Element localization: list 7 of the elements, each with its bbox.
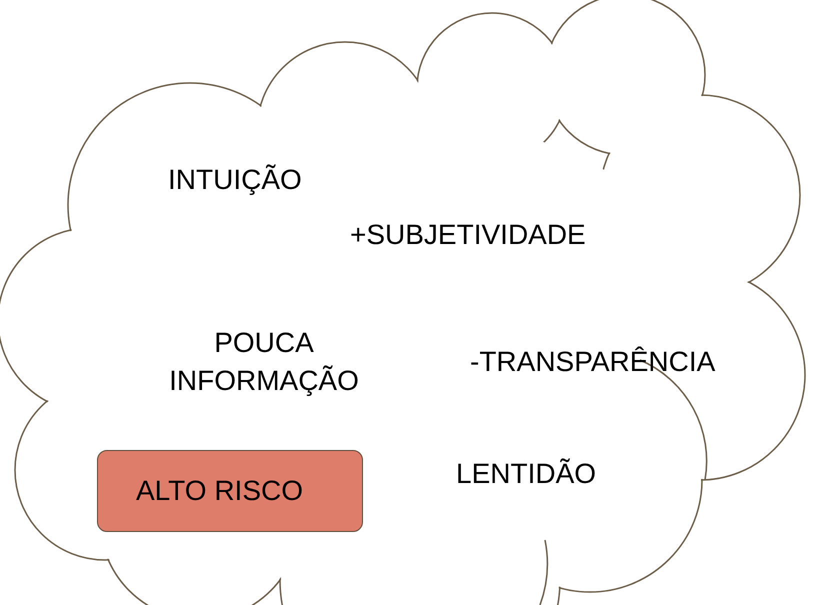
highlight-box xyxy=(97,450,363,532)
box-label: ALTO RISCO xyxy=(136,475,304,507)
cloud-text: LENTIDÃO xyxy=(456,457,596,491)
cloud-text: INTUIÇÃO xyxy=(168,163,302,197)
cloud-text: -TRANSPARÊNCIA xyxy=(470,345,716,379)
cloud-text: POUCA INFORMAÇÃO xyxy=(168,326,360,398)
cloud-text: +SUBJETIVIDADE xyxy=(350,218,586,252)
